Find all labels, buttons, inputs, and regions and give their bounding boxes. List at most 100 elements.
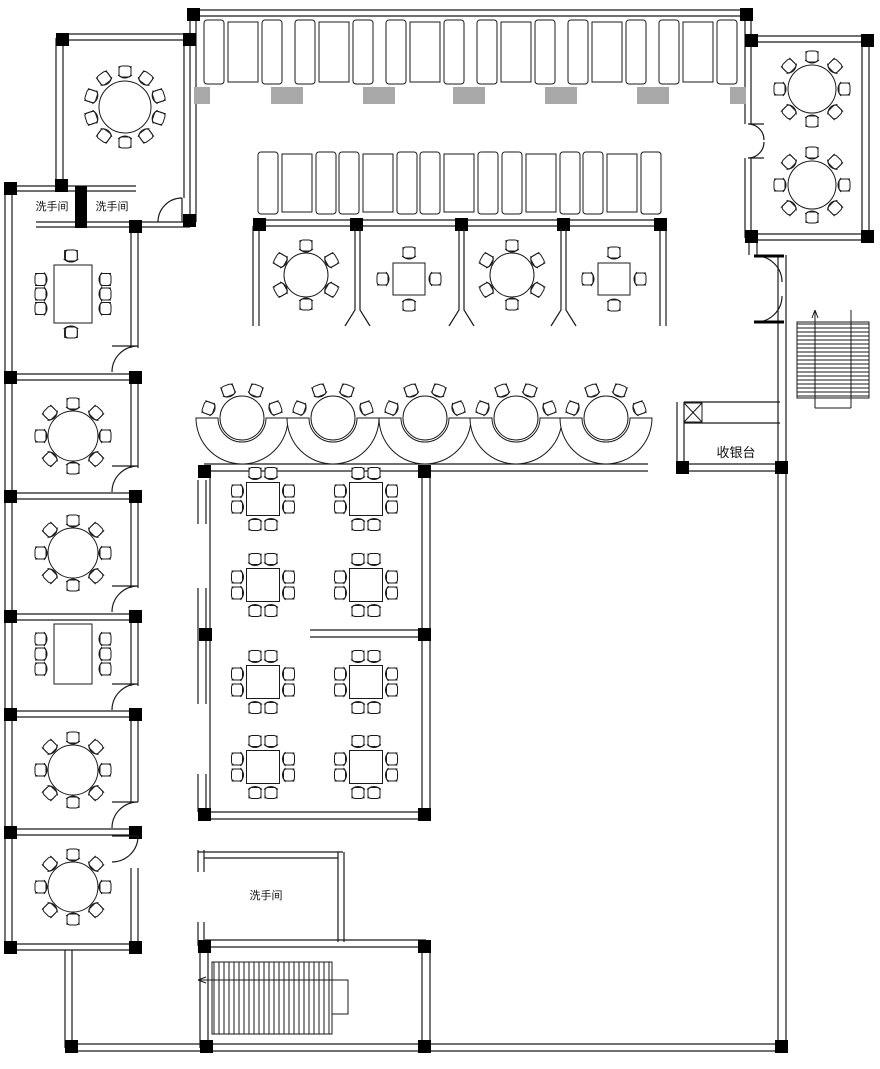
chair: [282, 666, 295, 682]
round-table: [34, 731, 112, 809]
chair: [231, 767, 244, 783]
chair: [494, 383, 511, 398]
chair: [88, 738, 105, 755]
square-table: [231, 553, 295, 617]
chair: [475, 400, 490, 417]
chair: [385, 483, 398, 499]
chair: [201, 400, 216, 417]
shade-block: [194, 87, 210, 104]
chair: [451, 400, 466, 417]
chair: [334, 585, 347, 601]
chair: [827, 200, 844, 217]
chair: [231, 499, 244, 515]
chair: [611, 383, 628, 398]
chair: [98, 301, 112, 316]
chair: [804, 146, 820, 160]
chair: [827, 104, 844, 121]
chair: [350, 553, 366, 566]
chair: [334, 751, 347, 767]
round-table: [34, 397, 112, 475]
chair: [334, 483, 347, 499]
chair: [137, 70, 155, 86]
chair: [65, 397, 81, 411]
chair: [384, 400, 399, 417]
chair: [88, 902, 105, 919]
rect-table: [34, 623, 112, 685]
chair: [98, 286, 112, 302]
chair: [83, 88, 99, 105]
restroom-center-label: 洗手间: [250, 888, 283, 902]
shade-block: [271, 87, 303, 104]
chair: [338, 383, 355, 398]
chair: [88, 404, 105, 421]
chair: [827, 57, 844, 74]
round-table: [83, 65, 167, 149]
chair: [272, 251, 288, 269]
chair: [247, 383, 264, 398]
chair: [98, 428, 112, 444]
chair: [263, 467, 279, 480]
chair: [65, 461, 81, 475]
chair: [263, 604, 279, 617]
chair: [542, 400, 557, 417]
chair: [350, 786, 366, 799]
chair: [804, 50, 820, 64]
chair: [34, 762, 48, 778]
chair: [247, 786, 263, 799]
chair: [64, 325, 79, 339]
chair: [247, 518, 263, 531]
chair: [385, 751, 398, 767]
chair: [65, 578, 81, 592]
middle-sofa-row: [257, 151, 662, 215]
furniture: [34, 50, 851, 926]
staircase-bottom: [197, 961, 349, 1035]
chair: [98, 545, 112, 561]
booth: [559, 383, 653, 465]
chair: [478, 281, 494, 299]
chair: [350, 735, 366, 748]
chair: [41, 855, 58, 872]
chair: [403, 383, 420, 398]
chair: [366, 650, 382, 663]
shade-block: [730, 87, 746, 104]
chair: [780, 57, 797, 74]
chair: [837, 177, 851, 193]
chair: [478, 251, 494, 269]
top-shade-blocks: [194, 87, 746, 104]
chair: [151, 88, 167, 105]
chair: [263, 701, 279, 714]
walls: [4, 9, 870, 1052]
chair: [231, 483, 244, 499]
top-sofa-row: [203, 19, 738, 85]
chair: [247, 604, 263, 617]
chair: [350, 650, 366, 663]
chair: [98, 646, 112, 662]
chair: [34, 301, 48, 316]
partition-stands: [344, 228, 577, 327]
chair: [98, 879, 112, 895]
chair: [231, 751, 244, 767]
chair: [385, 767, 398, 783]
square-table: [231, 467, 295, 531]
chair: [98, 762, 112, 778]
chair: [773, 177, 787, 193]
booth: [469, 383, 563, 465]
sofa-set: [476, 19, 556, 85]
chair: [401, 246, 417, 260]
chair: [231, 682, 244, 698]
square-table: [334, 553, 398, 617]
chair: [88, 568, 105, 585]
chair: [88, 785, 105, 802]
sofa-set: [338, 151, 418, 215]
sofa-set: [385, 19, 465, 85]
chair: [41, 902, 58, 919]
door-panels: [754, 254, 784, 324]
chair: [64, 249, 79, 263]
chair: [282, 585, 295, 601]
chair: [65, 514, 81, 528]
chair: [804, 114, 820, 128]
restroom-upper-right-label: 洗手间: [96, 199, 129, 213]
staircase-right: [796, 309, 870, 409]
round-table: [34, 848, 112, 926]
chair: [780, 153, 797, 170]
